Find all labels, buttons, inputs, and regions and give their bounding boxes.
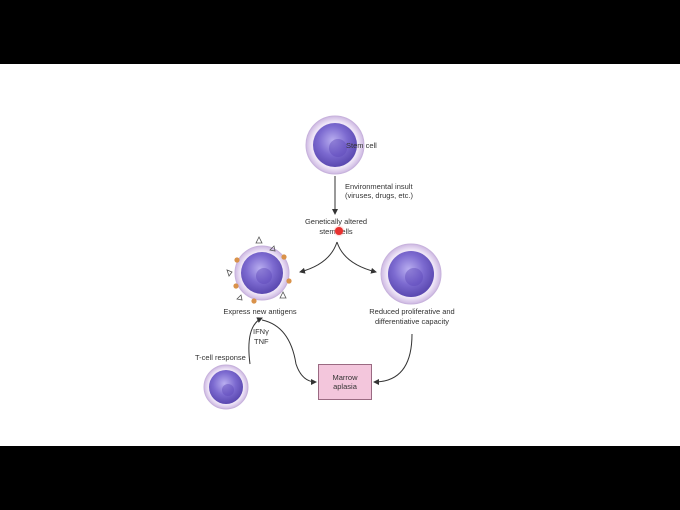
antigen-cell (226, 236, 292, 304)
label-altered-line1: Genetically altered (304, 217, 368, 226)
antigen-marker (236, 294, 243, 301)
stem-cell (305, 115, 365, 175)
diagram-canvas: Stem cell Environmental insult (viruses,… (0, 64, 680, 446)
antigen-marker (233, 283, 239, 289)
label-express-antigens: Express new antigens (223, 307, 297, 316)
label-insult-line2: (viruses, drugs, etc.) (345, 191, 413, 200)
label-reduced-line2: differentiative capacity (374, 317, 450, 326)
antigen-marker (226, 269, 233, 277)
antigen-marker (255, 236, 263, 244)
arrow-antigens-to-marrow (261, 319, 317, 385)
label-reduced-line1: Reduced proliferative and (369, 307, 455, 316)
label-ifn: IFNγ (253, 327, 269, 336)
antigen-marker (281, 254, 287, 260)
antigen-marker (286, 278, 292, 284)
red-pointer-dot-icon (335, 227, 343, 235)
antigen-marker (269, 245, 276, 252)
label-stem-cell: Stem cell (346, 141, 377, 150)
antigen-marker (279, 291, 287, 299)
arrow-to-reduced (336, 241, 377, 274)
arrow-tcell-to-antigens (248, 317, 263, 365)
arrow-reduced-to-marrow (373, 333, 413, 385)
arrow-to-antigens (299, 241, 338, 274)
label-tcell-response: T-cell response (195, 353, 246, 362)
aplastic-anemia-diagram (203, 115, 442, 410)
label-tnf: TNF (254, 337, 269, 346)
marrow-line2: aplasia (333, 382, 357, 391)
marrow-aplasia-box: Marrow aplasia (318, 364, 372, 400)
antigen-marker (251, 298, 257, 304)
label-insult-line1: Environmental insult (345, 182, 413, 191)
t-cell (203, 364, 249, 410)
antigen-marker (234, 257, 240, 263)
marrow-line1: Marrow (332, 373, 358, 382)
reduced-capacity-cell (380, 243, 442, 305)
